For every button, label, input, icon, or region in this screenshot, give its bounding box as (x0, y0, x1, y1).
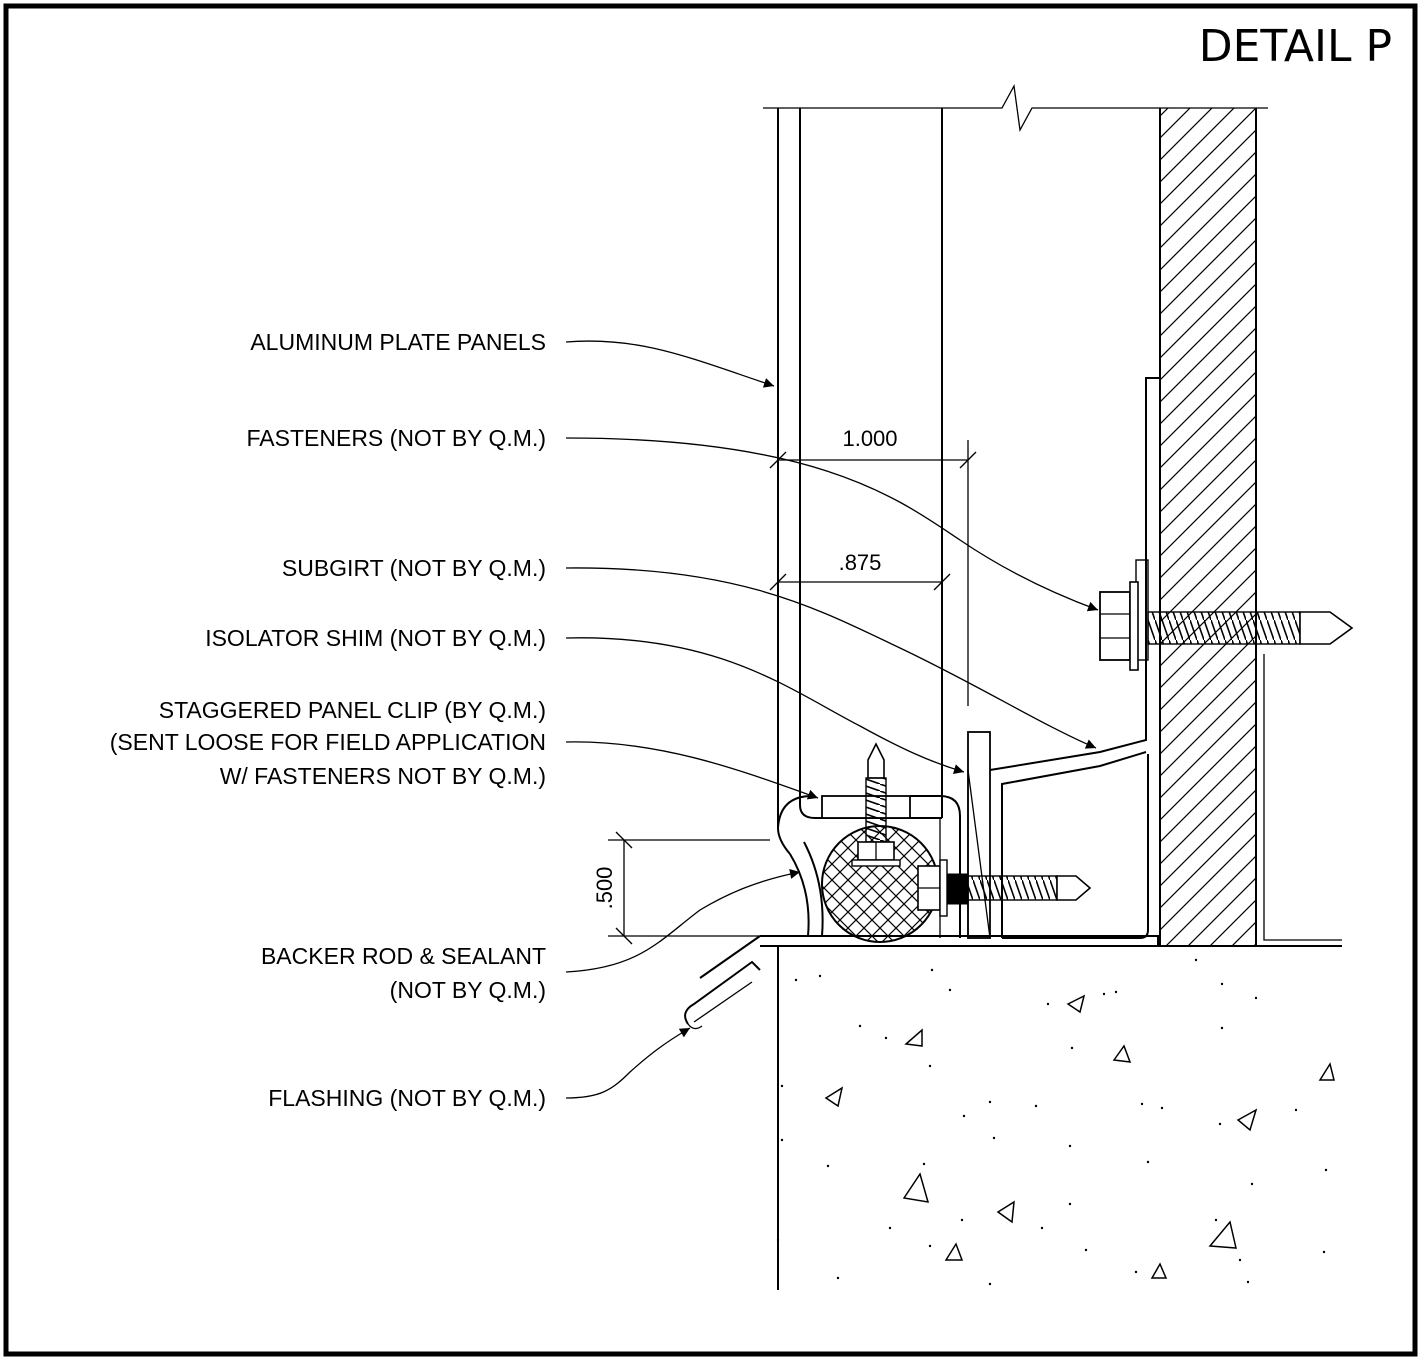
dimension-panel-depth: .875 (769, 550, 951, 591)
detail-title: DETAIL P (1199, 21, 1392, 72)
label-aluminum-panels: ALUMINUM PLATE PANELS (250, 329, 546, 355)
shim-fastener-screw (917, 859, 1092, 917)
break-line (763, 83, 1268, 133)
label-flashing: FLASHING (NOT BY Q.M.) (268, 1085, 546, 1111)
aluminum-plate-panel (777, 108, 943, 855)
dimension-joint-gap: .500 (592, 831, 770, 945)
label-panel-clip-3: W/ FASTENERS NOT BY Q.M.) (220, 763, 546, 789)
sheet-border (3, 3, 1418, 1357)
leader-fasteners (565, 437, 1099, 612)
subgirt-fastener-screw (1099, 581, 1354, 671)
label-backer-rod-1: BACKER ROD & SEALANT (261, 943, 546, 969)
leader-flashing (565, 1027, 691, 1099)
clip-fastener-screw (851, 742, 901, 867)
label-panel-clip-1: STAGGERED PANEL CLIP (BY Q.M.) (159, 697, 546, 723)
label-backer-rod-2: (NOT BY Q.M.) (390, 977, 546, 1003)
label-isolator-shim: ISOLATOR SHIM (NOT BY Q.M.) (205, 625, 546, 651)
dimension-1000-label: 1.000 (842, 426, 897, 451)
dimension-875-label: .875 (839, 550, 882, 575)
leader-subgirt (565, 567, 1097, 749)
label-fasteners: FASTENERS (NOT BY Q.M.) (247, 425, 546, 451)
concrete-specks (776, 958, 1328, 1286)
concrete-aggregate (824, 994, 1335, 1279)
leader-panel-clip (565, 741, 819, 800)
label-subgirt: SUBGIRT (NOT BY Q.M.) (282, 555, 546, 581)
dimension-overall-depth: 1.000 (769, 426, 977, 706)
leader-isolator-shim (565, 637, 965, 774)
dimension-500-label: .500 (592, 867, 617, 910)
substrate-wall (1159, 108, 1342, 946)
backer-rod-and-sealant (789, 825, 939, 943)
label-panel-clip-2: (SENT LOOSE FOR FIELD APPLICATION (110, 729, 546, 755)
leader-aluminum-panels (565, 340, 775, 388)
leader-lines (565, 340, 1099, 1099)
concrete-base (684, 935, 1342, 1290)
leader-backer-rod (565, 869, 801, 973)
callout-labels: ALUMINUM PLATE PANELS FASTENERS (NOT BY … (110, 329, 546, 1111)
isolator-shim (967, 731, 991, 939)
